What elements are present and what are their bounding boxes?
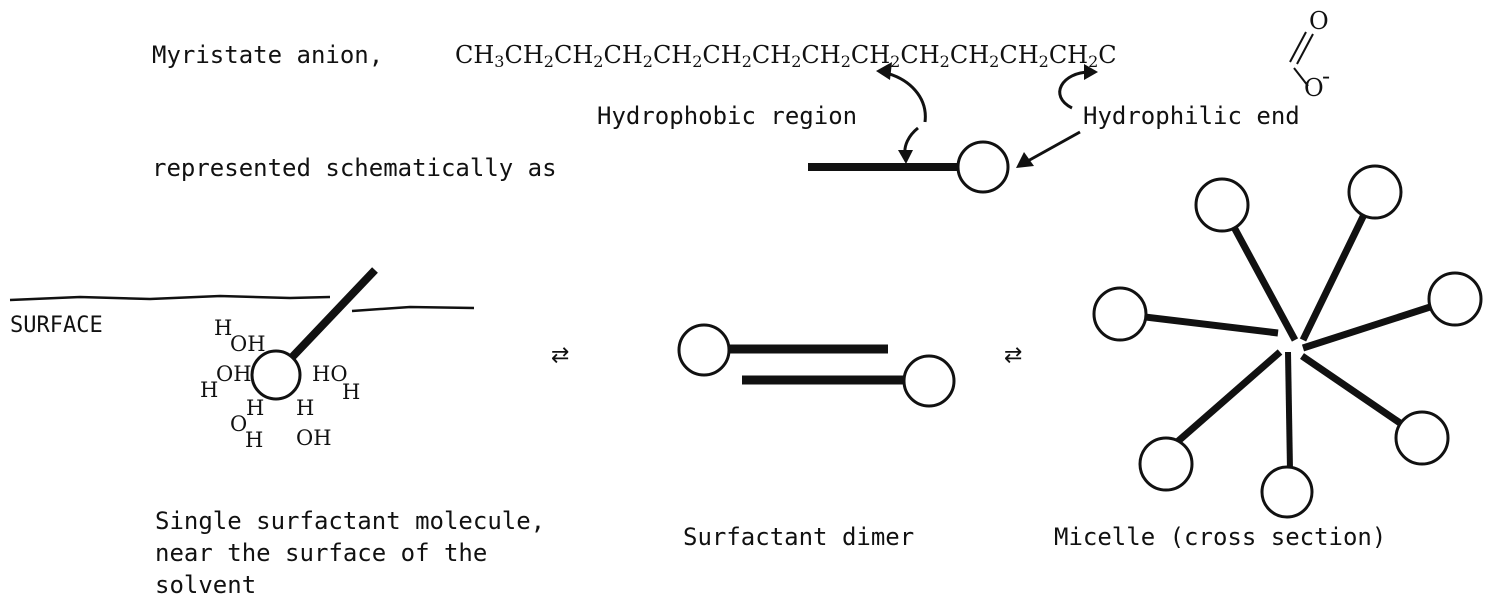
myristate-formula: CH3CH2CH2CH2CH2CH2CH2CH2CH2CH2CH2CH2CH2C [455,41,1117,71]
water-o-1: O [230,412,248,436]
caption-single-line1: Single surfactant molecule, [155,507,546,535]
water-h-4: H [246,396,265,420]
hydrophobic-label: Hydrophobic region [597,102,858,130]
surface-line-left [9,294,331,302]
water-h-5: H [296,396,315,420]
hydrophilic-curl-head [1084,64,1098,80]
surface-label: SURFACE [10,313,103,338]
hydrophilic-arrow [1025,130,1081,164]
anion-label: Myristate anion, [152,41,384,69]
water-oh-3: OH [296,426,332,450]
dimer-head-top [677,323,731,377]
micelle-tail-6 [1285,351,1293,471]
hydrophilic-label: Hydrophilic end [1083,102,1300,130]
water-oh-2: OH [216,362,252,386]
hydrophobic-curl-head [876,62,892,80]
water-h-1: H [214,316,233,340]
micelle-head-4 [1092,286,1148,342]
hydrophobic-down-head [898,150,913,164]
anion-bond [1293,67,1309,87]
water-ho-1: HO [312,362,348,386]
dimer-head-bottom [902,354,956,408]
equilibrium-arrow-2: ⇄ [1004,343,1023,368]
micelle-head-7 [1138,436,1194,492]
equilibrium-arrow-1: ⇄ [551,343,570,368]
water-h-2: H [200,378,219,402]
caption-single-line2: near the surface of the [155,539,488,567]
caption-dimer: Surfactant dimer [683,523,915,551]
water-h-3: H [342,380,361,404]
schematic-head [956,140,1010,194]
water-h-6: H [245,428,264,452]
single-tail [275,267,378,375]
schematic-label: represented schematically as [152,154,557,182]
anion-oxygen: O [1304,74,1324,102]
micelle-head-6 [1260,465,1314,519]
carbonyl-oxygen: O [1309,7,1329,35]
caption-micelle: Micelle (cross section) [1054,523,1387,551]
water-oh-1: OH [230,332,266,356]
surface-line-right [351,305,475,313]
carbonyl-bond-1 [1289,31,1307,63]
micelle-head-2 [1347,164,1403,220]
single-head [250,349,302,401]
hydrophilic-curl-arrow [1058,70,1091,110]
caption-single-line3: solvent [155,571,257,597]
micelle-head-3 [1427,271,1483,327]
negative-charge: - [1322,62,1331,90]
hydrophobic-curl-arrow [881,70,927,123]
carbonyl-bond-2 [1296,33,1314,65]
hydrophilic-arrow-head [1016,152,1034,168]
micelle-head-1 [1194,177,1250,233]
micelle-head-5 [1394,410,1450,466]
micelle-tail-7 [1165,349,1283,453]
